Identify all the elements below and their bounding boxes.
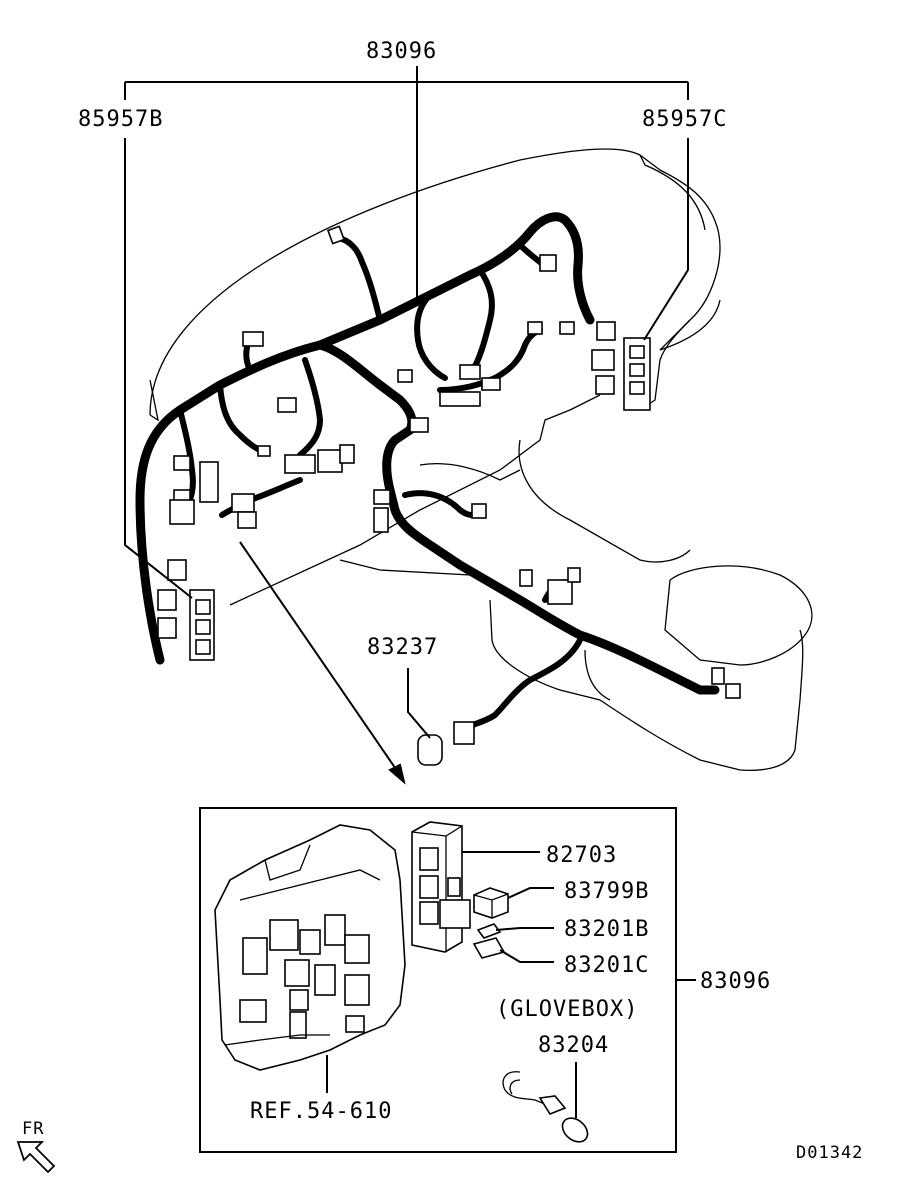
- harness-connectors: [157, 225, 741, 766]
- leader-83799B: [507, 887, 554, 899]
- label-83201B: 83201B: [564, 917, 649, 942]
- instrument-panel-outline: [149, 148, 813, 771]
- diagram-code: D01342: [796, 1143, 863, 1163]
- label-83201C: 83201C: [564, 953, 649, 978]
- leader-83201C: [499, 949, 554, 963]
- callout-85957B: 85957B: [78, 107, 193, 599]
- label-85957B: 85957B: [78, 107, 163, 132]
- relay-box-drawing: [411, 821, 471, 953]
- label-83096-box: 83096: [700, 969, 771, 994]
- clip-83201B-drawing: [476, 923, 502, 939]
- left-junction-connector: [189, 589, 215, 661]
- relay-83799B-drawing: [473, 887, 509, 919]
- leader-83201B: [495, 927, 554, 931]
- label-glovebox: (GLOVEBOX): [496, 997, 638, 1022]
- junction-block-drawing: [214, 824, 406, 1071]
- glovebox-lamp-drawing: [502, 1071, 589, 1143]
- fr-arrow-icon: [16, 1141, 56, 1174]
- detail-box: [199, 807, 677, 1153]
- label-83237: 83237: [367, 635, 438, 660]
- detail-arrow: [239, 541, 406, 785]
- callout-83096-box: 83096: [676, 969, 771, 994]
- callout-85957C: 85957C: [642, 107, 727, 341]
- label-83204: 83204: [538, 1033, 609, 1058]
- label-83096-top: 83096: [366, 39, 437, 64]
- right-junction-connector: [623, 337, 651, 411]
- label-reference: REF.54-610: [250, 1099, 392, 1124]
- front-indicator: FR: [16, 1119, 56, 1174]
- label-85957C: 85957C: [642, 107, 727, 132]
- label-83799B: 83799B: [564, 879, 649, 904]
- label-82703: 82703: [546, 843, 617, 868]
- callout-83096-top: 83096: [124, 39, 689, 300]
- fr-label: FR: [22, 1119, 44, 1139]
- clip-83201C-drawing: [472, 937, 506, 959]
- callout-83237: 83237: [367, 635, 438, 739]
